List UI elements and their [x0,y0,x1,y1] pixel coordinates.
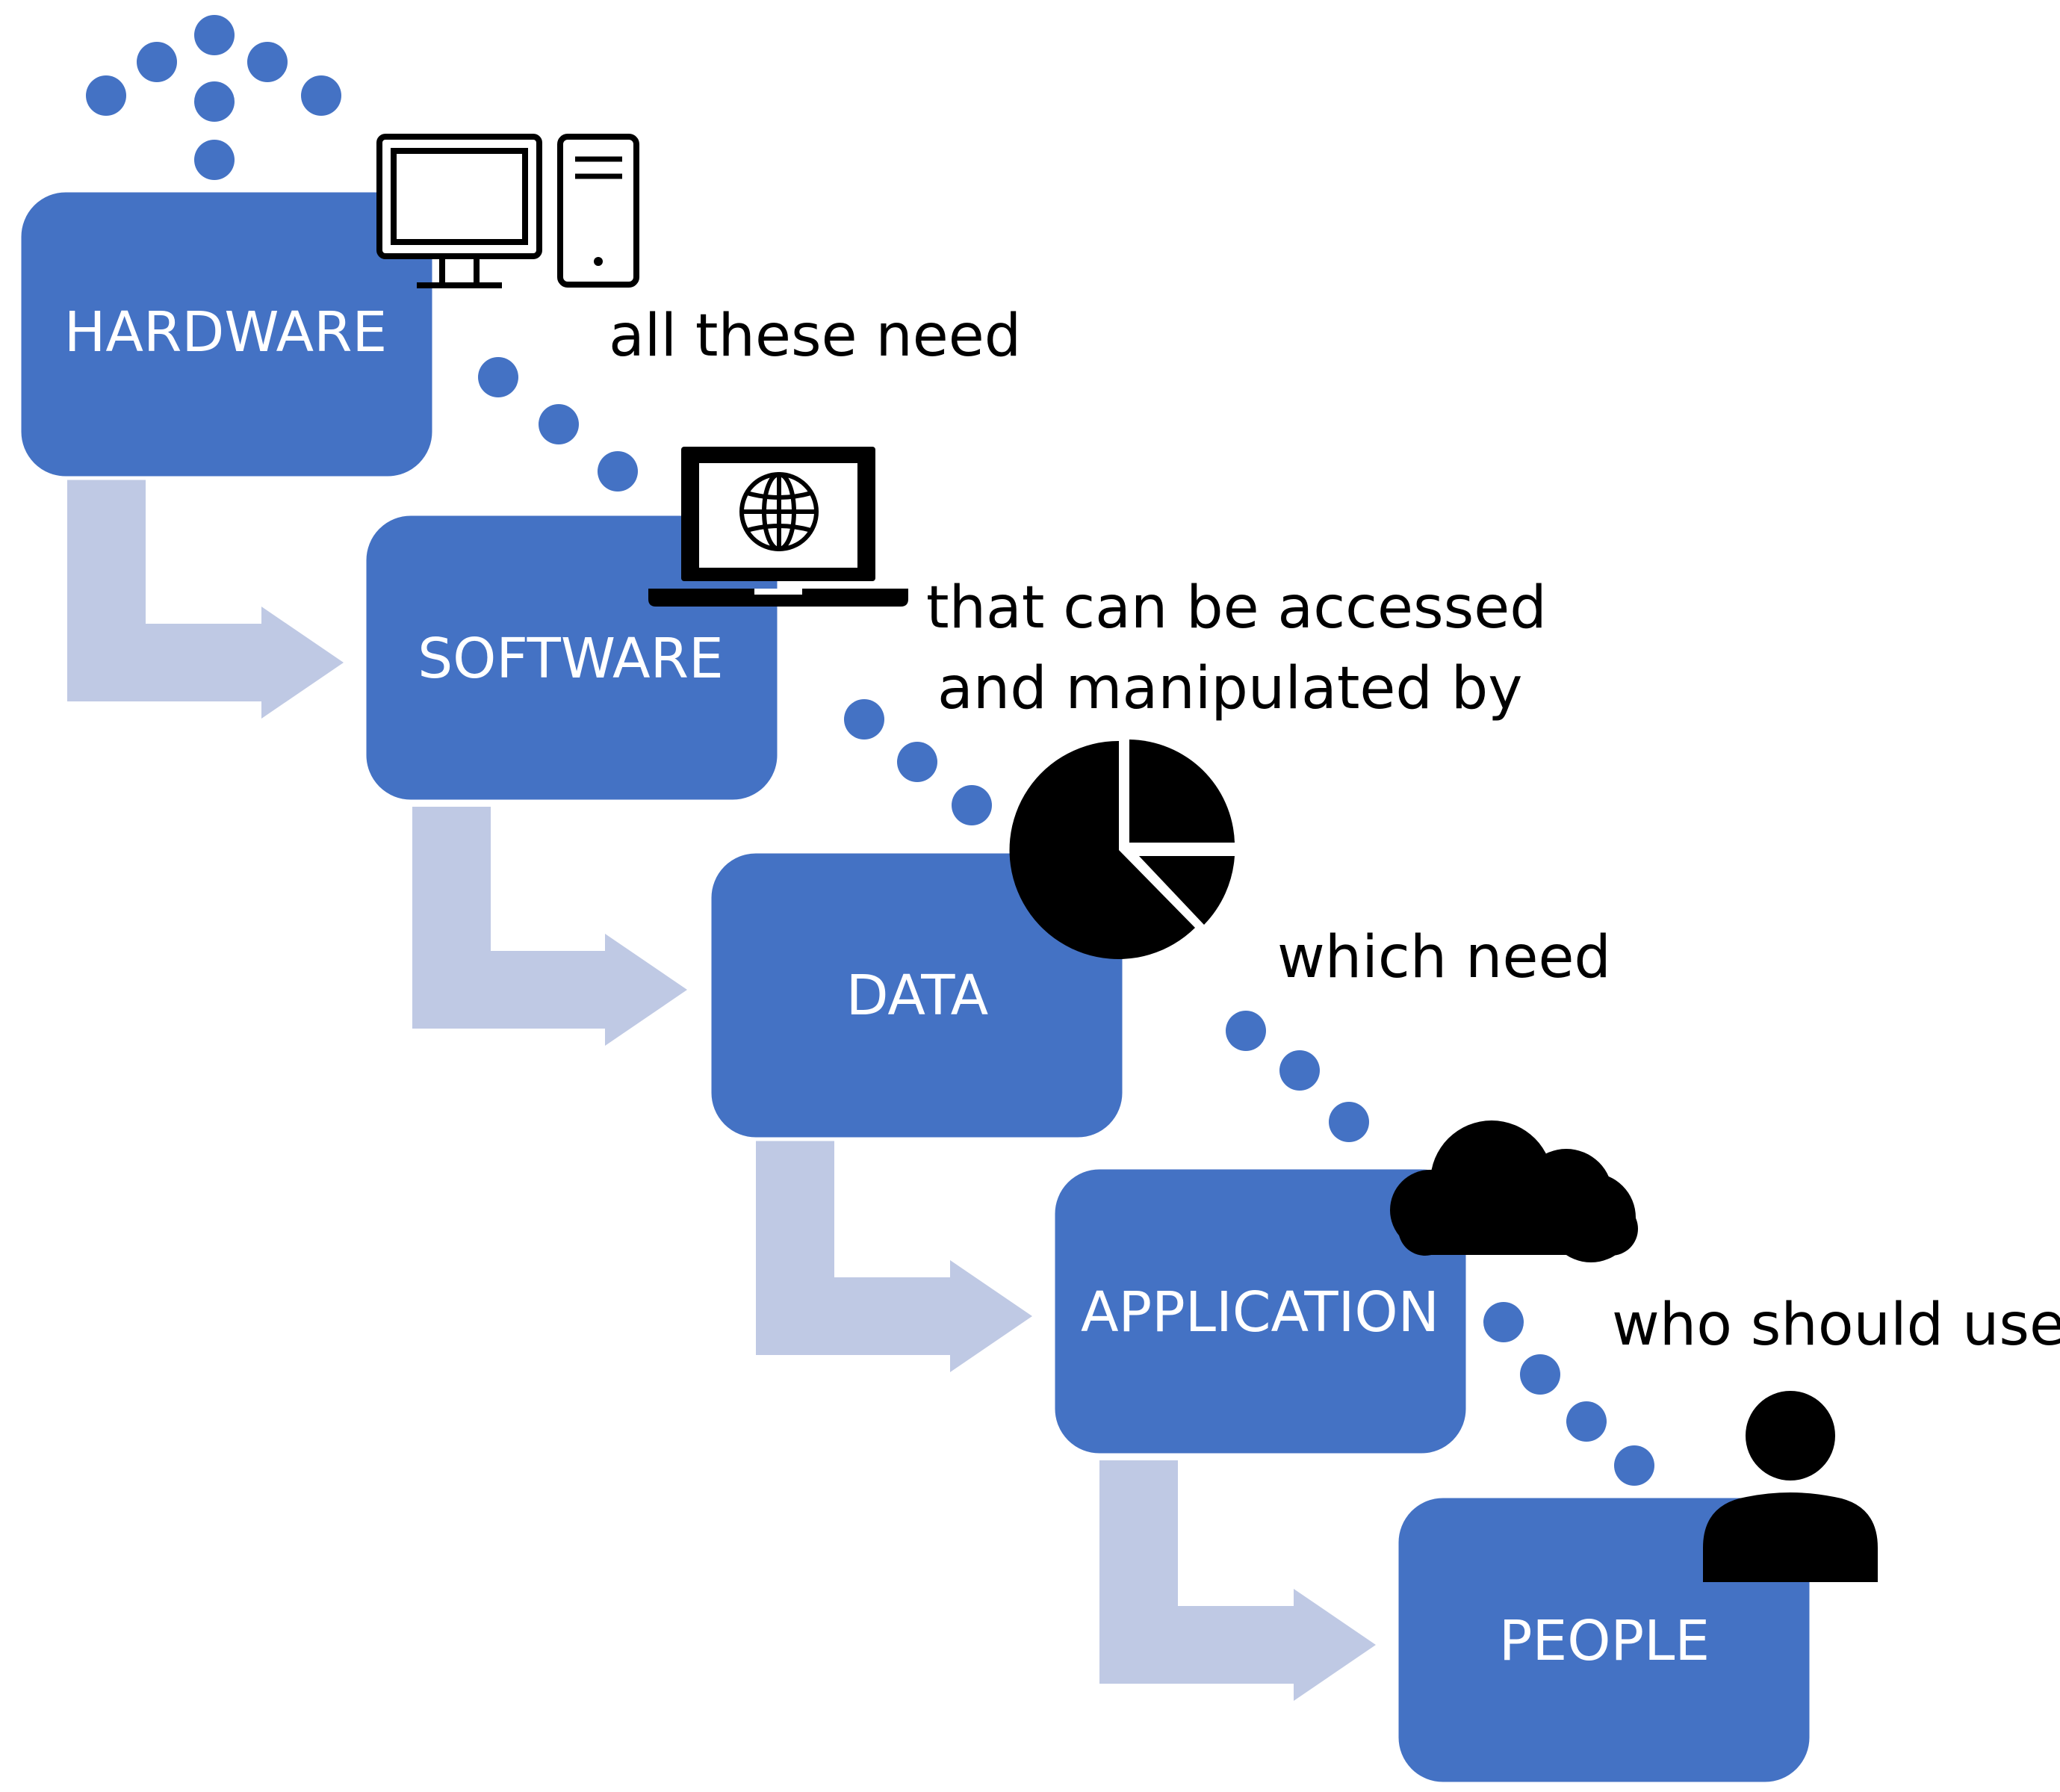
cloud-icon [1390,1120,1638,1262]
desktop-monitor-icon [376,134,542,288]
application-box [1051,1165,1470,1457]
dotted-path-software-data [844,699,992,825]
pie-chart-icon [1009,740,1235,959]
data-box [707,849,1126,1141]
dotted-path-data-application [1226,1011,1369,1142]
data-label: DATA [846,964,989,1028]
stage-labels: HARDWARE SOFTWARE DATA APPLICATION PEOPL… [64,300,1710,1673]
hardware-box [17,188,436,480]
stage-boxes [17,188,1814,1786]
connector-arrow-hardware-software [67,478,344,719]
tower-pc-icon [557,134,639,288]
dotted-path-hardware-software [478,357,638,492]
software-label: SOFTWARE [418,627,724,691]
laptop-globe-icon [648,447,908,607]
dot-cluster-icon [86,15,341,180]
person-icon [1703,1391,1878,1582]
caption-application-to-people: who should use [1612,1292,2060,1359]
connector-arrow-data-application [756,1139,1032,1372]
application-label: APPLICATION [1081,1280,1439,1345]
caption-data-to-application: which need [1277,924,1611,991]
connector-arrow-software-data [412,807,687,1046]
connector-arrow-application-people [1099,1460,1376,1701]
caption-software-to-data-line2: and manipulated by [937,655,1522,722]
dotted-path-application-people [1483,1302,1654,1486]
captions: all these need that can be accessed and … [609,303,2060,1359]
software-box [362,512,781,804]
connector-arrows [67,478,1376,1701]
hardware-label: HARDWARE [64,300,388,365]
caption-software-to-data-line1: that can be accessed [926,574,1547,642]
caption-hardware-to-software: all these need [609,303,1021,370]
people-label: PEOPLE [1499,1609,1710,1673]
